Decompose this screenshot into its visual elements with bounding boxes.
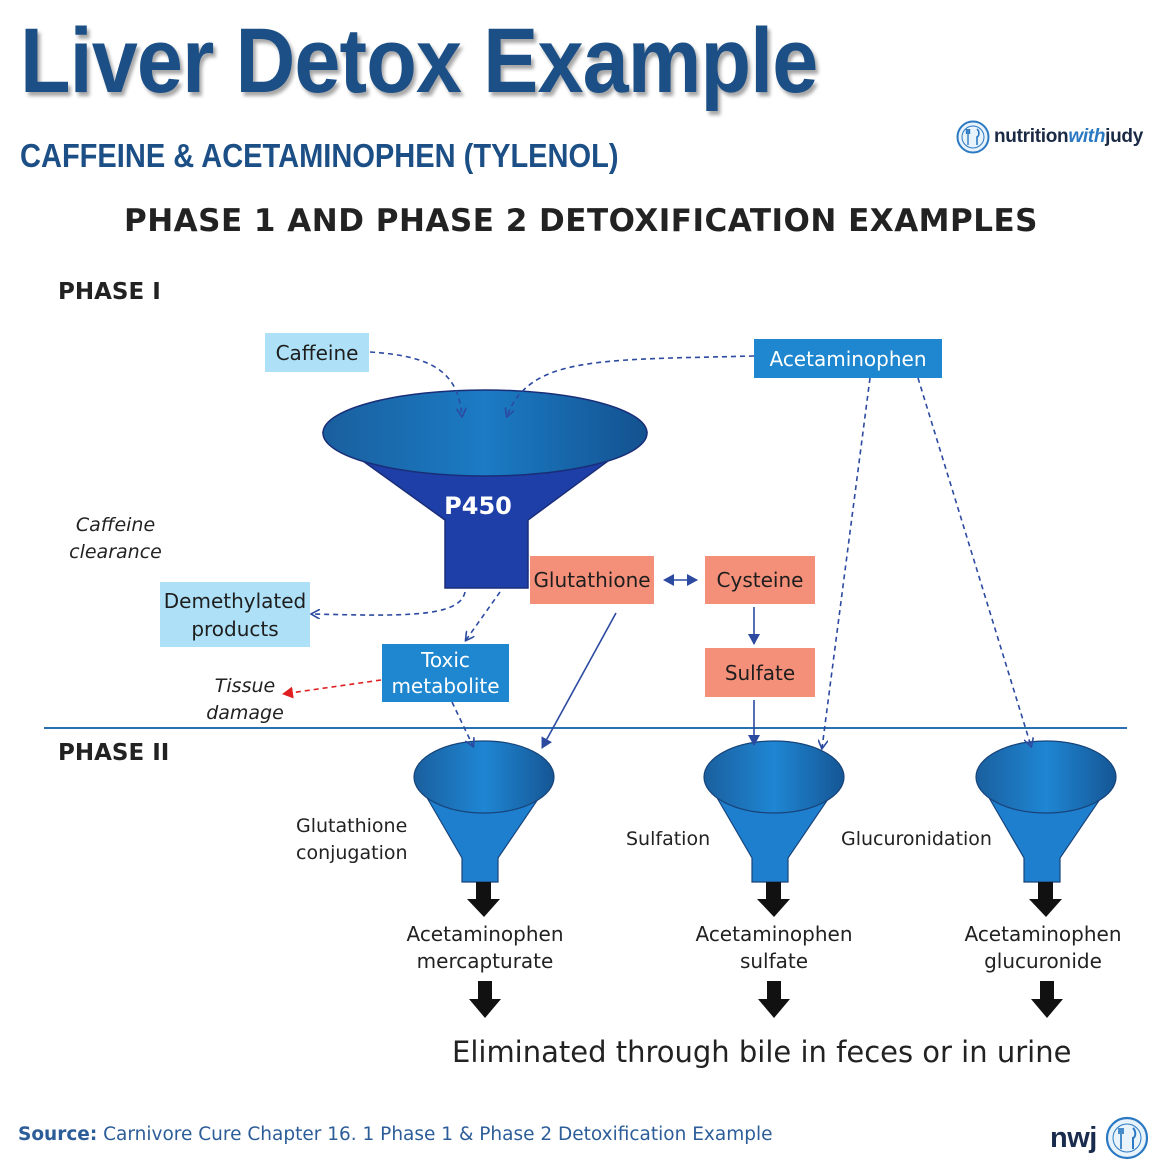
caffeine-clearance-line-1: Caffeine — [75, 514, 156, 536]
toxic-metabolite-box: Toxic metabolite — [382, 644, 509, 702]
glucuronide-product: Acetaminophen glucuronide — [948, 921, 1138, 975]
page-subtitle: CAFFEINE & ACETAMINOPHEN (TYLENOL) — [20, 137, 619, 174]
tissue-damage-label: Tissue damage — [190, 673, 300, 727]
fork-knife-icon — [1105, 1116, 1148, 1160]
p450-funnel — [321, 389, 649, 589]
brand-name-part: nutrition — [994, 126, 1069, 147]
sulfate-product-line-1: Acetaminophen — [695, 922, 853, 946]
tissue-damage-arrow — [282, 679, 382, 699]
tissue-damage-line-1: Tissue — [214, 675, 276, 697]
glutathione-funnel — [413, 740, 555, 917]
mercapturate-product: Acetaminophen mercapturate — [390, 921, 580, 975]
caffeine-clearance-line-2: clearance — [69, 541, 162, 563]
caffeine-clearance-label: Caffeine clearance — [58, 512, 173, 566]
mercapturate-line-1: Acetaminophen — [406, 922, 564, 946]
source-text: Carnivore Cure Chapter 16. 1 Phase 1 & P… — [103, 1124, 773, 1145]
fork-knife-icon — [956, 120, 990, 154]
glucuronide-line-2: glucuronide — [984, 949, 1102, 973]
glucuronidation-label: Glucuronidation — [841, 828, 992, 850]
mercapturate-line-2: mercapturate — [416, 949, 554, 973]
solid-arrows — [541, 574, 760, 749]
gc-line-2: conjugation — [296, 842, 408, 864]
footer-logo: nwj — [1050, 1116, 1149, 1160]
elimination-arrows — [469, 981, 1063, 1018]
demethylated-products-box: Demethylated products — [160, 582, 310, 647]
source-label: Source: — [18, 1124, 98, 1145]
demethylated-line-2: products — [191, 616, 279, 641]
p450-label: P450 — [444, 492, 512, 520]
glutathione-conjugation-label: Glutathione conjugation — [296, 813, 426, 867]
source-citation: Source: Carnivore Cure Chapter 16. 1 Pha… — [18, 1124, 772, 1145]
gc-line-1: Glutathione — [296, 815, 408, 837]
acetaminophen-box: Acetaminophen — [754, 339, 942, 378]
sulfate-product: Acetaminophen sulfate — [679, 921, 869, 975]
phase-1-label: PHASE I — [58, 279, 161, 305]
demethylated-line-1: Demethylated — [163, 588, 307, 613]
brand-name-end: judy — [1105, 126, 1143, 147]
tissue-damage-line-2: damage — [206, 702, 284, 724]
nwj-wordmark: nwj — [1050, 1121, 1097, 1154]
toxic-line-2: metabolite — [391, 674, 500, 698]
toxic-line-1: Toxic — [421, 648, 470, 672]
elimination-text: Eliminated through bile in feces or in u… — [452, 1035, 1072, 1069]
sulfate-box: Sulfate — [705, 648, 815, 697]
cysteine-box: Cysteine — [705, 556, 815, 604]
brand-name: nutritionwithjudy — [994, 126, 1143, 148]
brand-logo: nutritionwithjudy — [956, 120, 1143, 154]
sulfation-label: Sulfation — [626, 828, 711, 850]
brand-name-accent: with — [1068, 126, 1106, 147]
sulfation-funnel — [703, 740, 845, 917]
diagram-title: PHASE 1 AND PHASE 2 DETOXIFICATION EXAMP… — [123, 203, 1039, 239]
sulfate-product-line-2: sulfate — [739, 949, 809, 973]
glucuronidation-funnel — [975, 740, 1117, 917]
caffeine-box: Caffeine — [265, 333, 369, 372]
phase-2-label: PHASE II — [58, 740, 170, 766]
page-title: Liver Detox Example — [20, 10, 818, 112]
glucuronide-line-1: Acetaminophen — [964, 922, 1122, 946]
dashed-arrows — [312, 351, 1031, 748]
glutathione-box: Glutathione — [530, 556, 654, 604]
